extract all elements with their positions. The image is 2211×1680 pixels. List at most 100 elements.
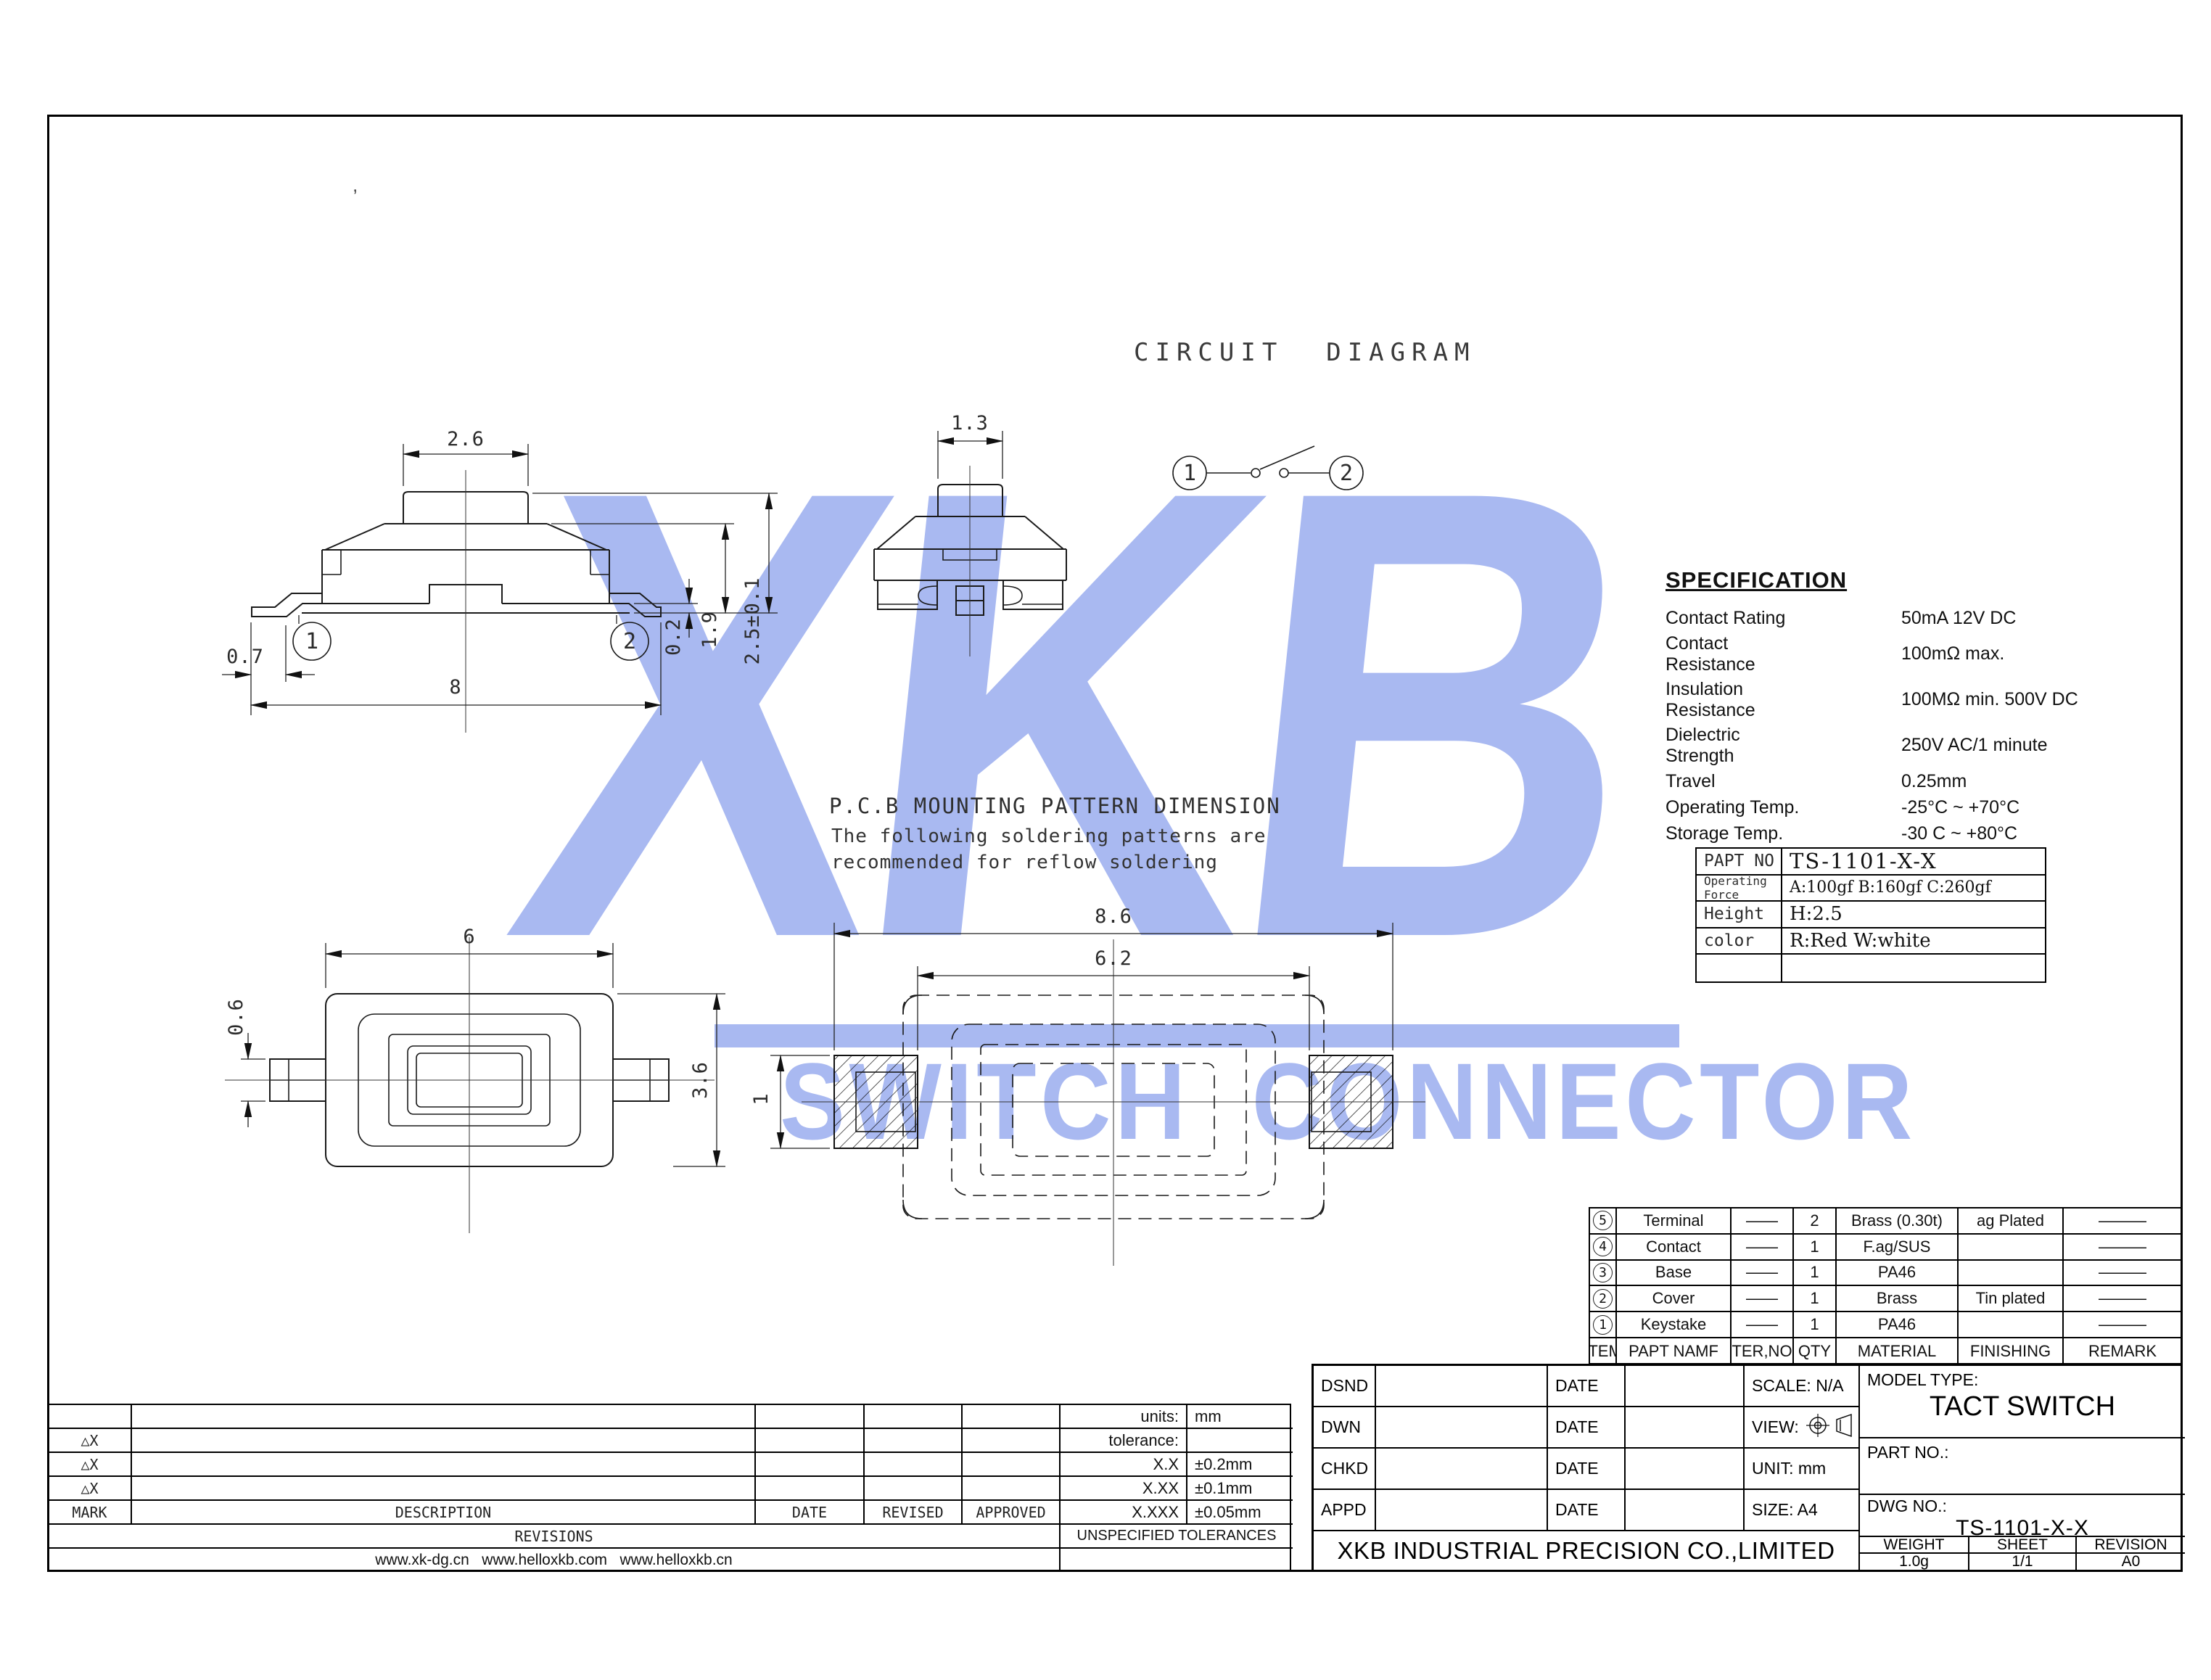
unit-info: UNIT: mm <box>1745 1449 1860 1488</box>
title-block-approvals: DSND DATE SCALE: N/A DWN DATE VIEW: <box>1314 1366 1860 1570</box>
scale-info: SCALE: N/A <box>1745 1366 1860 1406</box>
bom-qty: 2 <box>1794 1208 1837 1235</box>
watermark-underline <box>715 1024 1679 1047</box>
bom-ter: —— <box>1732 1260 1794 1287</box>
revision-value: A0 <box>2121 1553 2141 1570</box>
part-table-value: TS-1101-X-X <box>1782 849 2046 876</box>
rev-approved-cell <box>963 1453 1061 1477</box>
approval-signature <box>1376 1407 1548 1447</box>
spec-row: Contact Rating 50mA 12V DC <box>1666 605 2173 631</box>
bom-material: PA46 <box>1837 1260 1959 1287</box>
spec-label-line2: Resistance <box>1666 699 1755 720</box>
specification-section: SPECIFICATION Contact Rating 50mA 12V DC… <box>1666 567 2173 847</box>
spec-value: 50mA 12V DC <box>1901 607 2017 628</box>
stray-mark: , <box>353 174 358 196</box>
bom-ter: —— <box>1732 1286 1794 1313</box>
model-type-label: MODEL TYPE: <box>1867 1370 1979 1389</box>
dim-lead-thickness: 0.2 <box>662 618 685 656</box>
rev-header-revised: REVISED <box>865 1501 963 1525</box>
bom-ter: —— <box>1732 1312 1794 1338</box>
rev-desc-cell <box>132 1477 756 1501</box>
rev-mark-cell <box>49 1405 132 1429</box>
dim-lead-length: 0.7 <box>226 646 264 668</box>
bom-finishing <box>1959 1260 2064 1287</box>
title-block: DSND DATE SCALE: N/A DWN DATE VIEW: <box>1312 1364 2185 1572</box>
bom-header-finishing: FINISHING <box>1959 1338 2064 1364</box>
front-view-dimensions: 1.3 <box>936 412 1004 479</box>
rev-date-cell <box>756 1477 865 1501</box>
tolerance-digits: X.XXX <box>1061 1501 1187 1525</box>
part-no-label: PART NO.: <box>1867 1443 1949 1462</box>
approval-date-value <box>1626 1449 1745 1488</box>
side-view: 1 2 <box>251 470 662 733</box>
rev-header-mark: MARK <box>49 1501 132 1525</box>
bom-name: Base <box>1617 1260 1732 1287</box>
rev-date-cell <box>756 1429 865 1453</box>
bom-qty: 1 <box>1794 1312 1837 1338</box>
bom-name: Contact <box>1617 1234 1732 1261</box>
rev-desc-cell <box>132 1453 756 1477</box>
spec-label: Storage Temp. <box>1666 823 1784 844</box>
circuit-diagram-title: CIRCUIT DIAGRAM <box>1134 338 1476 367</box>
bom-header-name: PAPT NAMF <box>1617 1338 1732 1364</box>
rev-revised-cell <box>865 1453 963 1477</box>
tolerance-value: ±0.1mm <box>1187 1477 1293 1501</box>
specification-title: SPECIFICATION <box>1666 567 1848 593</box>
model-type-value: TACT SWITCH <box>1929 1391 2116 1422</box>
pcb-note-line1: The following soldering patterns are <box>831 825 1267 847</box>
spec-label: Dielectric <box>1666 724 1740 745</box>
dim-overall-width: 8 <box>449 676 461 699</box>
spec-label: Travel <box>1666 770 1716 791</box>
spec-value: -25°C ~ +70°C <box>1901 796 2020 818</box>
weight-value: 1.0g <box>1860 1553 1969 1570</box>
bom-finishing <box>1959 1234 2064 1261</box>
approval-date-label: DATE <box>1548 1407 1626 1447</box>
bom-header-remark: REMARK <box>2088 1341 2157 1360</box>
dim-pad-span: 6.2 <box>1095 947 1132 970</box>
bom-item: 3 <box>1590 1260 1617 1287</box>
tolerance-value <box>1187 1429 1293 1453</box>
part-table-label: Height <box>1697 902 1782 928</box>
bom-remark: ——— <box>2064 1312 2181 1338</box>
approval-signature <box>1376 1366 1548 1406</box>
rev-mark-cell: △X <box>49 1453 132 1477</box>
spec-value: 0.25mm <box>1901 770 1967 791</box>
dim-top-depth: 3.6 <box>689 1061 712 1099</box>
approval-date-value <box>1626 1407 1745 1447</box>
terminal-callout-2: 2 <box>623 629 636 654</box>
bom-ter: —— <box>1732 1208 1794 1235</box>
rev-revised-cell <box>865 1477 963 1501</box>
rev-revised-cell <box>865 1429 963 1453</box>
bom-item: 2 <box>1590 1286 1617 1313</box>
approval-signature <box>1376 1449 1548 1488</box>
rev-date-cell <box>756 1453 865 1477</box>
dim-pattern-width: 8.6 <box>1095 905 1132 928</box>
bom-material: F.ag/SUS <box>1837 1234 1959 1261</box>
revisions-table: units: mm △X tolerance: △X X.X ±0.2mm △X… <box>47 1404 1293 1572</box>
spec-value: -30 C ~ +80°C <box>1901 823 2018 844</box>
unspecified-tolerances-label: UNSPECIFIED TOLERANCES <box>1061 1525 1293 1549</box>
bom-remark: ——— <box>2064 1208 2181 1235</box>
part-table-label: color <box>1697 928 1782 955</box>
spec-row: Travel 0.25mm <box>1666 768 2173 794</box>
pcb-pattern-dimensions: 8.6 6.2 1 <box>750 905 1394 1150</box>
revisions-footer: REVISIONS <box>49 1525 1061 1549</box>
approval-date-label: DATE <box>1548 1490 1626 1530</box>
units-label: units: <box>1061 1405 1187 1429</box>
part-table-label <box>1697 955 1782 981</box>
rev-header-date: DATE <box>756 1501 865 1525</box>
dim-body-height: 1.9 <box>699 611 721 648</box>
spec-label-line2: Strength <box>1666 745 1734 766</box>
bom-remark: ——— <box>2064 1286 2181 1313</box>
bom-finishing <box>1959 1312 2064 1338</box>
sheet-value: 1/1 <box>1969 1553 2077 1570</box>
pcb-pattern <box>802 939 1425 1266</box>
dim-tab-height: 0.6 <box>225 998 247 1036</box>
spec-value: 250V AC/1 minute <box>1901 735 2048 755</box>
bom-name: Terminal <box>1617 1208 1732 1235</box>
part-number-table: PAPT NO TS-1101-X-X Operating Force A:10… <box>1695 847 2046 983</box>
spec-row: Storage Temp. -30 C ~ +80°C <box>1666 820 2173 847</box>
spec-label: Operating Temp. <box>1666 796 1800 818</box>
part-table-value <box>1782 955 2046 981</box>
